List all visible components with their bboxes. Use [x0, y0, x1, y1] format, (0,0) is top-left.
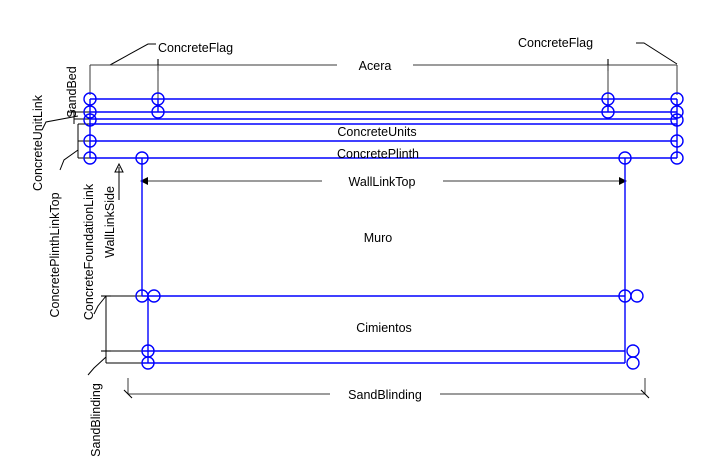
concrete-foundation-link-leader: [93, 295, 107, 315]
concrete-unit-link-leader: [41, 115, 79, 131]
sand-blinding-side-leader: [87, 356, 107, 376]
label-concrete-plinth-link-top: ConcretePlinthLinkTop: [48, 192, 62, 317]
link-node: [618, 151, 632, 165]
link-node: [670, 134, 684, 148]
concrete-flag-right-leader-group: [607, 42, 678, 100]
wall-link-top-arrow-left: [140, 177, 148, 185]
label-wall-link-side: WallLinkSide: [103, 186, 117, 258]
link-node: [630, 289, 644, 303]
link-node: [135, 151, 149, 165]
left-lower-bracket-group: [87, 295, 142, 376]
label-concrete-flag-right: ConcreteFlag: [518, 36, 593, 50]
left-bracket-group: [41, 109, 90, 171]
label-cimientos: Cimientos: [356, 321, 412, 335]
sand-blinding-dim-group: [123, 378, 650, 399]
label-concrete-plinth: ConcretePlinth: [337, 147, 419, 161]
link-node: [670, 151, 684, 165]
sand-blinding-right-tick: [640, 389, 650, 399]
link-node: [83, 105, 97, 119]
label-sand-blinding-side: SandBlinding: [89, 383, 103, 457]
concrete-flag-left-leader-group: [89, 43, 677, 100]
link-node: [670, 105, 684, 119]
sand-blinding-left-tick: [123, 389, 133, 399]
link-node: [151, 92, 165, 106]
link-node: [83, 92, 97, 106]
label-concrete-units: ConcreteUnits: [337, 125, 416, 139]
label-sand-bed: SandBed: [65, 66, 79, 117]
link-node: [670, 92, 684, 106]
link-node: [83, 113, 97, 127]
wall-link-top-dim-group: [140, 177, 627, 185]
link-node: [601, 105, 615, 119]
label-concrete-foundation-link: ConcreteFoundationLink: [82, 183, 96, 320]
concrete-plinth-link-top-leader: [59, 149, 79, 171]
concrete-flag-left-leader-line: [109, 43, 156, 66]
link-node: [83, 134, 97, 148]
horizontal-label-group: ConcreteFlag ConcreteFlag Acera Concrete…: [158, 36, 593, 402]
link-node: [670, 113, 684, 127]
vertical-label-group: ConcreteUnitLink SandBed ConcretePlinthL…: [31, 66, 117, 457]
concrete-flag-right-leader-line: [636, 42, 678, 65]
wall-link-side-leader-group: [114, 162, 124, 200]
link-node: [147, 289, 161, 303]
wall-link-side-arrowhead: [114, 162, 124, 173]
label-sand-blinding-bottom: SandBlinding: [348, 388, 422, 402]
link-node: [151, 105, 165, 119]
label-concrete-unit-link: ConcreteUnitLink: [31, 94, 45, 191]
blue-link-network: [83, 92, 684, 370]
wall-link-top-arrow-right: [619, 177, 627, 185]
label-muro: Muro: [364, 231, 393, 245]
label-acera: Acera: [359, 59, 392, 73]
label-wall-link-top: WallLinkTop: [349, 175, 416, 189]
link-node: [626, 356, 640, 370]
link-node: [83, 151, 97, 165]
label-concrete-flag-left: ConcreteFlag: [158, 41, 233, 55]
link-node: [601, 92, 615, 106]
link-node: [141, 356, 155, 370]
link-node: [626, 344, 640, 358]
